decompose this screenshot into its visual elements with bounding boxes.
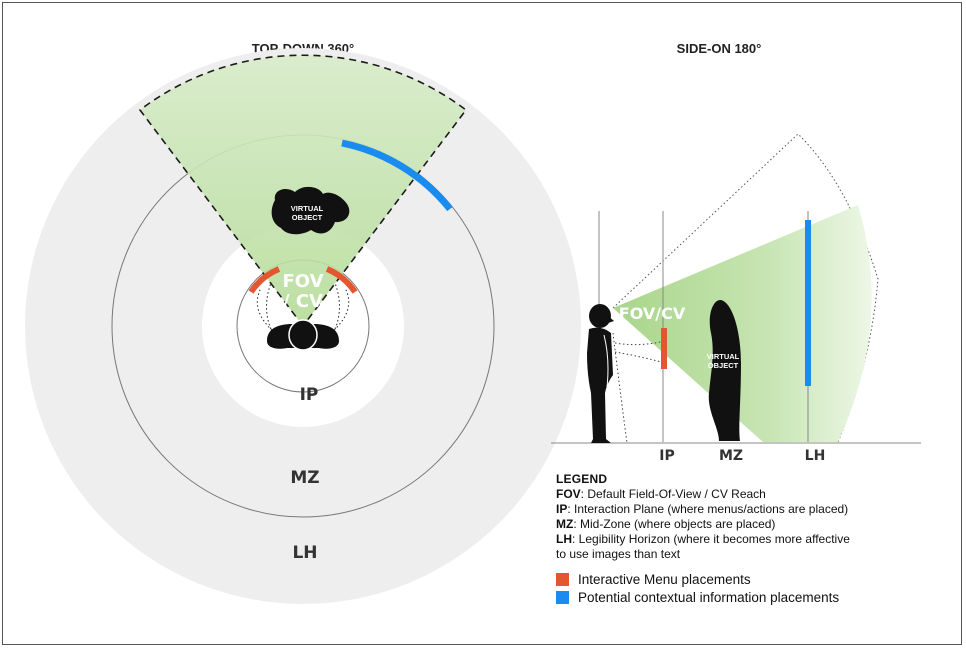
legend-text: : Default Field-Of-View / CV Reach (580, 487, 766, 501)
legend-text: : Legibility Horizon (where it becomes m… (572, 532, 850, 546)
top-down-diagram: TOP-DOWN 360° FOV / CV VIRTUAL OBJECT (25, 41, 581, 604)
top-cv-label: / CV (283, 291, 323, 312)
person-top-view-icon (267, 319, 339, 351)
legend-text: : Mid-Zone (where objects are placed) (573, 517, 776, 531)
orange-swatch-icon (556, 573, 569, 586)
side-virtual-object-label-2: OBJECT (708, 361, 739, 370)
top-virtual-object-label-2: OBJECT (292, 213, 323, 222)
legend-item-fov: FOV: Default Field-Of-View / CV Reach (556, 487, 936, 502)
side-info-bar (805, 220, 811, 386)
side-fov-wedge (613, 205, 872, 442)
fov-wedge-outline (138, 54, 468, 328)
legend-key: LH (556, 532, 572, 546)
top-ip-label: IP (300, 385, 319, 405)
side-reach-lines (612, 332, 666, 444)
virtual-object-blob (271, 186, 350, 235)
side-ip-label: IP (659, 448, 674, 464)
person-arm-outline (603, 334, 609, 388)
legend-swatch-menu: Interactive Menu placements (556, 572, 936, 587)
legend-item-ip: IP: Interaction Plane (where menus/actio… (556, 502, 936, 517)
diagram-canvas: TOP-DOWN 360° FOV / CV VIRTUAL OBJECT (25, 41, 921, 604)
legend-continuation: to use images than text (556, 547, 681, 561)
menu-arc-left (248, 266, 281, 294)
person-side-view-icon (587, 304, 614, 443)
side-lh-label: LH (805, 448, 826, 464)
legend-swatch-info: Potential contextual information placeme… (556, 590, 936, 605)
legend-swatch-label: Interactive Menu placements (578, 572, 751, 587)
side-mz-label: MZ (719, 448, 743, 464)
legend-title: LEGEND (556, 472, 608, 486)
blue-swatch-icon (556, 591, 569, 604)
top-fov-label: FOV (282, 271, 323, 292)
legend-item-lh: LH: Legibility Horizon (where it becomes… (556, 532, 936, 547)
side-fov-label: FOV/CV (619, 304, 686, 323)
legend-key: MZ (556, 517, 574, 531)
side-virtual-object (708, 299, 741, 441)
legend-key: FOV (556, 487, 581, 501)
side-on-diagram: SIDE-ON 180° FOV/CV (551, 41, 921, 464)
top-virtual-object-label-1: VIRTUAL (291, 204, 324, 213)
legend-swatch-label: Potential contextual information placeme… (578, 590, 840, 605)
reach-lines (256, 282, 350, 334)
top-mz-label: MZ (290, 468, 319, 488)
side-menu-bar (661, 328, 667, 369)
contextual-info-arc (341, 139, 453, 212)
top-lh-label: LH (292, 543, 317, 563)
legend: LEGEND FOV: Default Field-Of-View / CV R… (556, 472, 936, 605)
legend-text: : Interaction Plane (where menus/actions… (567, 502, 849, 516)
menu-arc-right (325, 266, 358, 294)
side-virtual-object-label-1: VIRTUAL (707, 352, 740, 361)
side-on-title: SIDE-ON 180° (677, 41, 762, 56)
legend-key: IP (556, 502, 568, 516)
legend-item-mz: MZ: Mid-Zone (where objects are placed) (556, 517, 936, 532)
